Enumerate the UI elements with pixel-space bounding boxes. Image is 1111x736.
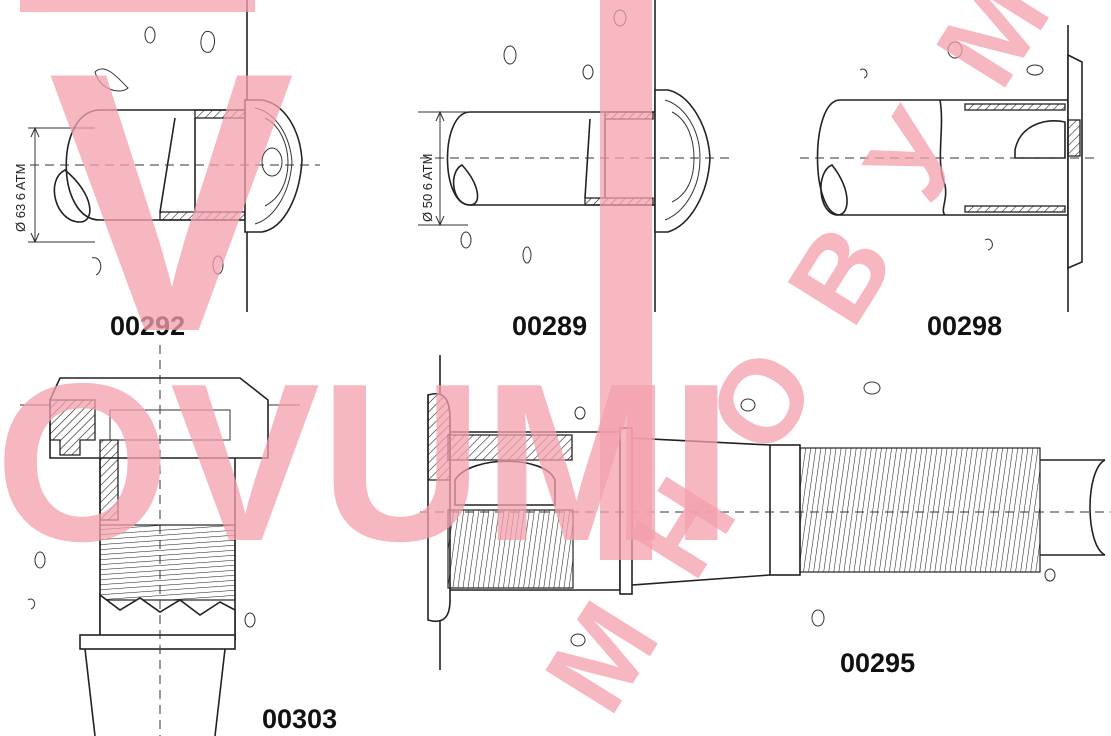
fitting-00289-drawing <box>418 0 735 312</box>
watermark-letter-v: V <box>48 0 297 409</box>
watermark-bar-top <box>20 0 255 12</box>
fitting-00303-drawing <box>20 345 300 736</box>
dimension-00289: Ø 50 6 ATM <box>420 154 435 222</box>
fitting-00295-drawing <box>420 355 1111 670</box>
fitting-00298-drawing <box>800 25 1095 312</box>
dimension-00292: Ø 63 6 ATM <box>13 164 28 232</box>
part-label-00292: 00292 <box>110 311 185 341</box>
part-label-00298: 00298 <box>927 311 1002 341</box>
watermark-word-main: OVUMI <box>0 336 733 588</box>
fitting-00292-drawing <box>28 0 320 312</box>
watermark-bar-vertical <box>600 0 652 560</box>
part-label-00289: 00289 <box>512 311 587 341</box>
part-label-00303: 00303 <box>262 704 337 734</box>
part-label-00295: 00295 <box>840 648 915 678</box>
